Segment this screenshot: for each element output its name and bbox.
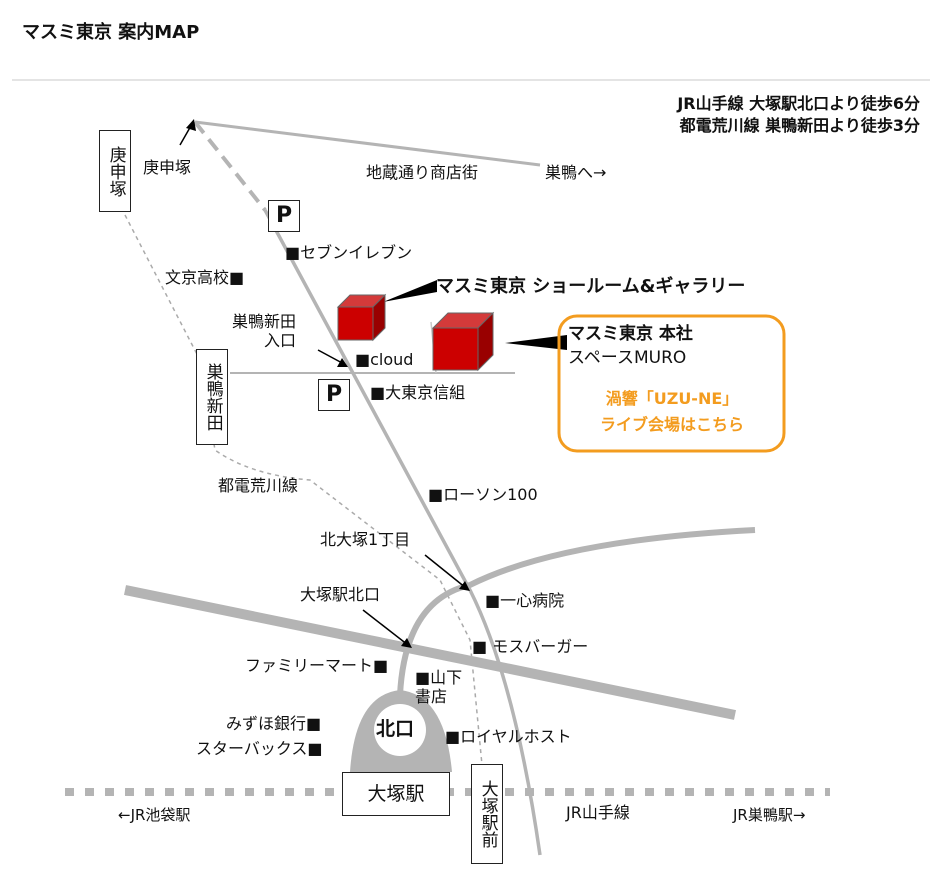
label-kitaotsuka-1: 北大塚1丁目 [320,530,411,549]
station-sugamoshinden: 巣鴨新田 [196,349,228,445]
page-title: マスミ東京 案内MAP [22,22,200,43]
arrow-kitaotsuka [424,554,467,589]
label-koshinzuka: 庚申塚 [143,158,192,177]
kitaguchi-label: 北口 [376,718,415,740]
honsha-info: マスミ東京 本社 スペースMURO 渦響「UZU-NE」 ライブ会場はこちら [562,322,782,438]
label-showroom: マスミ東京 ショールーム&ギャラリー [436,276,746,297]
parking-icon: P [318,379,350,411]
poi-royal-host: ロイヤルホスト [445,727,572,746]
poi-familymart: ファミリーマート■ [245,656,389,675]
main-road [263,209,542,856]
station-otsukaekimae: 大塚駅前 [471,764,503,864]
curved-road [397,527,756,696]
showroom-callout [383,280,437,302]
label-yamanote-line: JR山手線 [566,803,630,822]
poi-mos-burger: モスバーガー [472,637,588,656]
poi-bunkyo-high: 文京高校■ [165,268,245,287]
poi-starbucks: スターバックス■ [196,739,323,758]
arrow-entrance [317,349,345,365]
arrow-otsuka-kita [362,609,409,646]
main-avenue [123,585,737,720]
showroom-cube-icon [336,293,387,342]
label-to-sugamo-station: JR巣鴨駅→ [733,806,806,824]
label-sugamoshinden-entrance: 巣鴨新田 入口 [232,312,297,351]
event-venue-link[interactable]: ライブ会場はこちら [599,415,744,434]
access-toden: 都電荒川線 巣鴨新田より徒歩3分 [679,116,920,135]
event-name[interactable]: 渦響「UZU-NE」 [605,389,739,408]
label-to-ikebukuro: ←JR池袋駅 [118,806,191,824]
poi-isshin-hospital: 一心病院 [485,591,564,610]
poi-daitokyo-shinkumi: 大東京信組 [370,383,465,402]
honsha-callout-box [557,314,786,453]
label-to-sugamo: 巣鴨へ→ [545,163,607,182]
poi-lawson: ローソン100 [428,485,538,504]
station-otsuka: 大塚駅 [342,772,450,816]
poi-mizuho-bank: みずほ銀行■ [226,714,322,733]
poi-yamashita-shoten: 山下 書店 [415,668,462,706]
toden-arakawa-line [124,214,483,766]
station-koshinzuka: 庚申塚 [99,130,131,212]
label-jizo-dori: 地蔵通り商店街 [366,163,479,182]
poi-seven-eleven: セブンイレブン [285,243,412,262]
parking-icon: P [268,200,300,232]
poi-cloud: cloud [355,350,413,369]
honsha-cube-icon [431,311,495,372]
honsha-space: スペースMURO [568,348,687,368]
honsha-name: マスミ東京 本社 [568,324,693,344]
label-toden-arakawa: 都電荒川線 [218,476,299,495]
jizo-dori-road [194,120,541,167]
access-jr: JR山手線 大塚駅北口より徒歩6分 [677,94,920,113]
label-otsuka-kitaguchi: 大塚駅北口 [300,585,381,604]
honsha-callout [505,335,567,350]
kitaguchi-circle [374,704,426,756]
main-road-dashed [193,120,267,212]
